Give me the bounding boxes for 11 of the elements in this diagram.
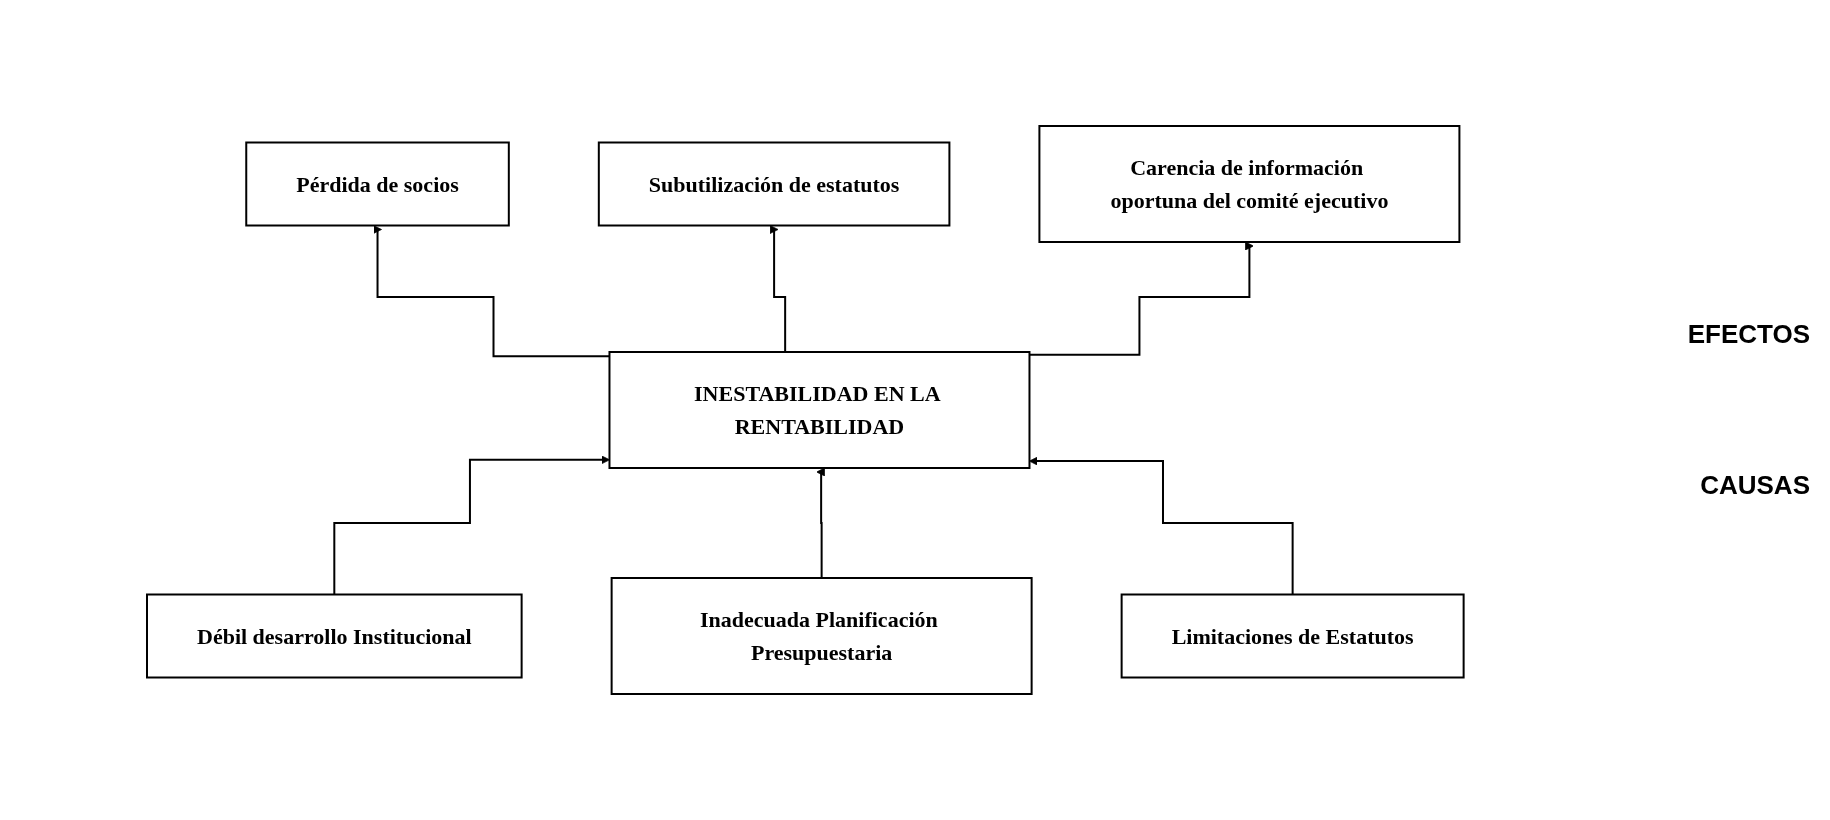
node-box: Débil desarrollo Institucional — [145, 593, 523, 679]
arrow — [333, 455, 610, 596]
node-box: Carencia de información oportuna del comité ejecutivo — [1038, 125, 1461, 243]
node-box: Limitaciones de Estatutos — [1120, 593, 1465, 679]
node-box: INESTABILIDAD EN LA RENTABILIDAD — [608, 351, 1031, 469]
node-box: Pérdida de socios — [244, 141, 510, 227]
node-box: Subutilización de estatutos — [597, 141, 951, 227]
node-box: Inadecuada Planificación Presupuestaria — [610, 577, 1033, 695]
section-label: CAUSAS — [1699, 470, 1810, 501]
arrow — [1028, 241, 1254, 356]
section-label: EFECTOS — [1686, 319, 1810, 350]
